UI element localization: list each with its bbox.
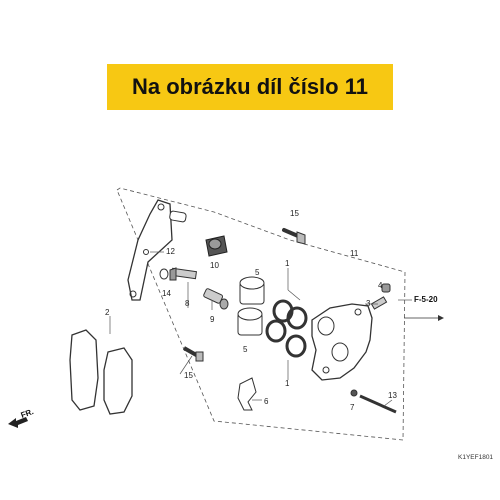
pad-pin-13 (359, 394, 397, 414)
brake-pad-right (103, 347, 133, 415)
callout-5-bottom: 5 (243, 345, 248, 354)
front-label: FR. (20, 407, 35, 420)
caliper-bracket (127, 199, 187, 301)
piston-upper (239, 276, 265, 305)
callout-2: 2 (105, 308, 110, 317)
callout-11: 11 (350, 249, 359, 258)
callout-4: 4 (378, 281, 383, 290)
brake-pad-left (69, 329, 99, 411)
callout-1-top: 1 (285, 259, 290, 268)
bleeder-3 (370, 296, 388, 310)
pin-9 (203, 288, 229, 310)
clip-7 (350, 389, 358, 397)
callout-15-top: 15 (290, 209, 299, 218)
diagram-code: K1YEF1801 (458, 454, 493, 461)
callout-14: 14 (162, 289, 171, 298)
bleeder-cap-4 (381, 283, 391, 293)
washer-14 (159, 268, 169, 280)
piston-seals (265, 299, 308, 358)
callout-6: 6 (264, 397, 269, 406)
callout-8: 8 (185, 299, 190, 308)
bolt-15-top (282, 228, 306, 245)
leader-lines (109, 251, 412, 407)
boot-10 (205, 235, 228, 257)
callout-12: 12 (166, 247, 175, 256)
callout-3: 3 (366, 299, 371, 308)
caliper-body (311, 303, 373, 381)
callout-9: 9 (210, 315, 215, 324)
reference-arrowhead (438, 315, 444, 321)
assembly-outline (116, 187, 406, 441)
callout-7: 7 (350, 403, 355, 412)
reference-label: F-5-20 (414, 295, 438, 304)
pin-8 (169, 267, 198, 281)
callout-13: 13 (388, 391, 397, 400)
callout-5-top: 5 (255, 268, 260, 277)
callout-10: 10 (210, 261, 219, 270)
piston-lower (237, 307, 263, 336)
bolt-15-lower (183, 346, 204, 362)
pad-spring-6 (237, 377, 257, 411)
part-number-banner: Na obrázku díl číslo 11 (107, 64, 393, 110)
callout-15-bottom: 15 (184, 371, 193, 380)
front-arrow-icon (8, 417, 28, 428)
callout-1-bottom: 1 (285, 379, 290, 388)
